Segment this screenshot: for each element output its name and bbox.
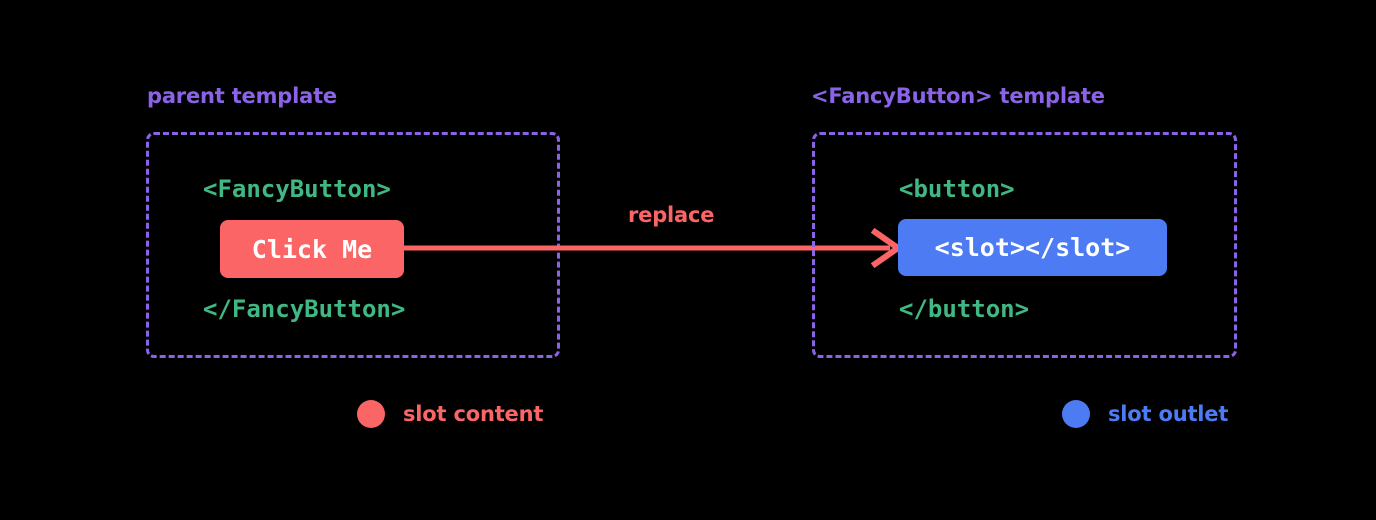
circle-marker-icon (357, 400, 385, 428)
fancybutton-template-caption: <FancyButton> template (811, 84, 1105, 108)
parent-open-tag: <FancyButton> (203, 175, 391, 203)
slot-outlet-chip[interactable]: <slot></slot> (898, 219, 1167, 276)
parent-template-box (146, 132, 560, 358)
button-close-tag: </button> (899, 295, 1030, 323)
parent-close-tag: </FancyButton> (203, 295, 406, 323)
replace-arrow-label: replace (628, 203, 715, 227)
circle-marker-icon (1062, 400, 1090, 428)
legend-item-slot-outlet: slot outlet (1062, 400, 1228, 428)
parent-template-caption: parent template (147, 84, 337, 108)
slot-content-chip[interactable]: Click Me (220, 220, 404, 278)
fancybutton-template-box (812, 132, 1237, 358)
legend-label-slot-outlet: slot outlet (1108, 402, 1229, 426)
legend-label-slot-content: slot content (403, 402, 544, 426)
button-open-tag: <button> (899, 175, 1015, 203)
legend-item-slot-content: slot content (357, 400, 543, 428)
